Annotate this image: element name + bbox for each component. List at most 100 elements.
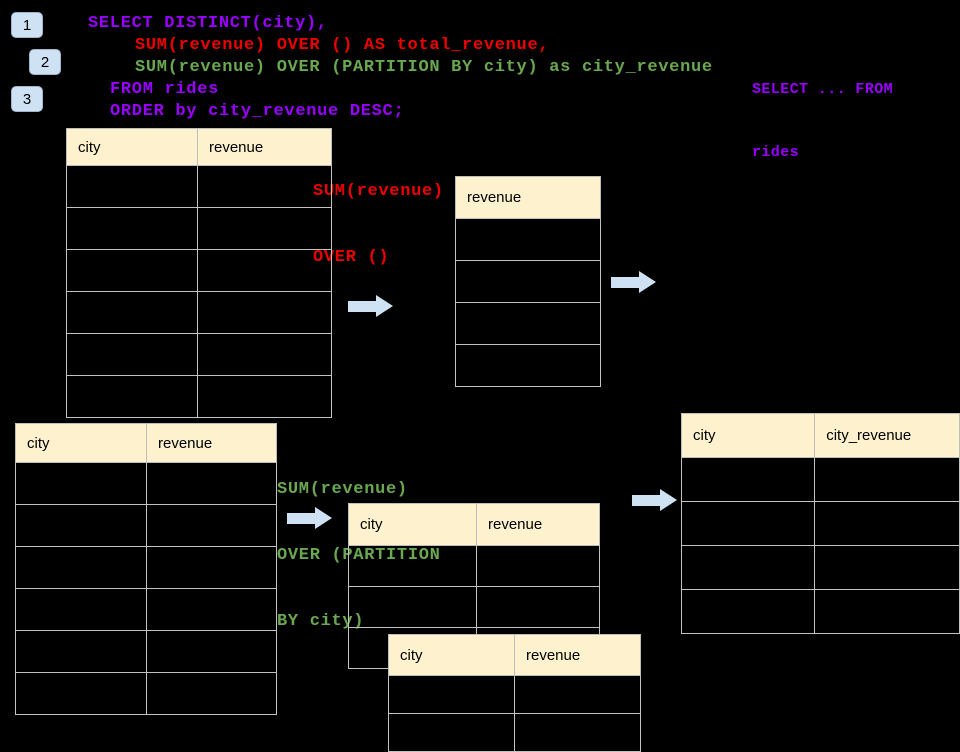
- column-header: city: [680, 413, 816, 458]
- arrow-shaft: [632, 494, 660, 506]
- table-row: [455, 260, 601, 303]
- column-header: revenue: [146, 423, 277, 463]
- step-badge-2: 2: [29, 49, 61, 75]
- column-header: city_revenue: [814, 413, 960, 458]
- column-header: city: [348, 503, 477, 546]
- table-cell: [455, 344, 601, 387]
- table-row: [15, 588, 277, 631]
- table-row: [66, 207, 332, 250]
- table-cell: [680, 501, 816, 546]
- table-row: [680, 545, 960, 590]
- table-cell: [15, 672, 147, 715]
- table-cell: [146, 630, 277, 673]
- column-header: city: [388, 634, 515, 676]
- table-cell: [15, 462, 147, 505]
- table-row: [680, 457, 960, 502]
- table-cell: [455, 302, 601, 345]
- table-cell: [66, 333, 198, 376]
- arrow-shaft: [287, 512, 315, 524]
- table-cell: [66, 375, 198, 418]
- sql-line-sum-total: SUM(revenue) OVER () AS total_revenue,: [135, 36, 550, 55]
- table-row: [680, 589, 960, 634]
- table-total-revenue: revenue: [455, 176, 601, 387]
- table-cell: [814, 545, 960, 590]
- column-header: revenue: [455, 176, 601, 219]
- sql-line-from: FROM rides: [110, 80, 220, 99]
- column-header: revenue: [476, 503, 600, 546]
- table-cell: [66, 207, 198, 250]
- table-row: [680, 501, 960, 546]
- table-cell: [66, 291, 198, 334]
- annotation-total-line2: OVER (): [313, 248, 390, 267]
- table-cell: [814, 501, 960, 546]
- table-row: [455, 344, 601, 387]
- table-cell: [680, 457, 816, 502]
- table-cell: [476, 545, 600, 587]
- table-cell: [197, 165, 332, 208]
- table-cell: [680, 545, 816, 590]
- arrow-shaft: [348, 300, 376, 312]
- arrow-head: [315, 507, 332, 529]
- table-cell: [197, 375, 332, 418]
- table-row: [15, 504, 277, 547]
- side-note: SELECT ... FROM rides: [752, 37, 893, 184]
- right-arrow-icon: [287, 507, 332, 529]
- table-cell: [814, 457, 960, 502]
- arrow-head: [639, 271, 656, 293]
- table-cell: [146, 588, 277, 631]
- step-badge-3: 3: [11, 86, 43, 112]
- table-row: [15, 672, 277, 715]
- table-row: [15, 462, 277, 505]
- table-cell: [146, 672, 277, 715]
- column-header: city: [66, 128, 198, 166]
- table-cell: [348, 586, 477, 628]
- sql-line-sum-partition: SUM(revenue) OVER (PARTITION BY city) as…: [135, 58, 713, 77]
- column-header: revenue: [197, 128, 332, 166]
- table-row: [66, 291, 332, 334]
- table-row: [15, 546, 277, 589]
- table-cell: [455, 260, 601, 303]
- right-arrow-icon: [632, 489, 677, 511]
- table-row: [388, 713, 641, 752]
- annotation-partition-line1: SUM(revenue): [277, 480, 408, 499]
- table-cell: [146, 504, 277, 547]
- table-cell: [388, 713, 515, 752]
- table-row: [388, 675, 641, 714]
- right-arrow-icon: [611, 271, 656, 293]
- table-cell: [197, 249, 332, 292]
- annotation-total-revenue: SUM(revenue) OVER (): [313, 137, 444, 291]
- table-cell: [388, 675, 515, 714]
- table-cell: [476, 586, 600, 628]
- sql-line-order: ORDER by city_revenue DESC;: [110, 102, 405, 121]
- table-row: [66, 375, 332, 418]
- sql-line-select: SELECT DISTINCT(city),: [88, 14, 328, 33]
- table-cell: [514, 675, 641, 714]
- side-note-line2: rides: [752, 144, 800, 161]
- table-cell: [197, 291, 332, 334]
- table-row: [455, 218, 601, 261]
- table-cell: [455, 218, 601, 261]
- table-cell: [66, 165, 198, 208]
- table-cell: [348, 545, 477, 587]
- table-row: [455, 302, 601, 345]
- right-arrow-icon: [348, 295, 393, 317]
- step-badge-1: 1: [11, 12, 43, 38]
- table-cell: [197, 207, 332, 250]
- table-cell: [146, 462, 277, 505]
- table-row: [66, 333, 332, 376]
- annotation-total-line1: SUM(revenue): [313, 182, 444, 201]
- table-cell: [197, 333, 332, 376]
- table-row: [348, 545, 600, 587]
- arrow-head: [376, 295, 393, 317]
- table-row: [348, 586, 600, 628]
- column-header: revenue: [514, 634, 641, 676]
- table-cell: [15, 504, 147, 547]
- column-header: city: [15, 423, 147, 463]
- table-row: [15, 630, 277, 673]
- slide: { "colors": { "background": "#000000", "…: [11, 12, 960, 752]
